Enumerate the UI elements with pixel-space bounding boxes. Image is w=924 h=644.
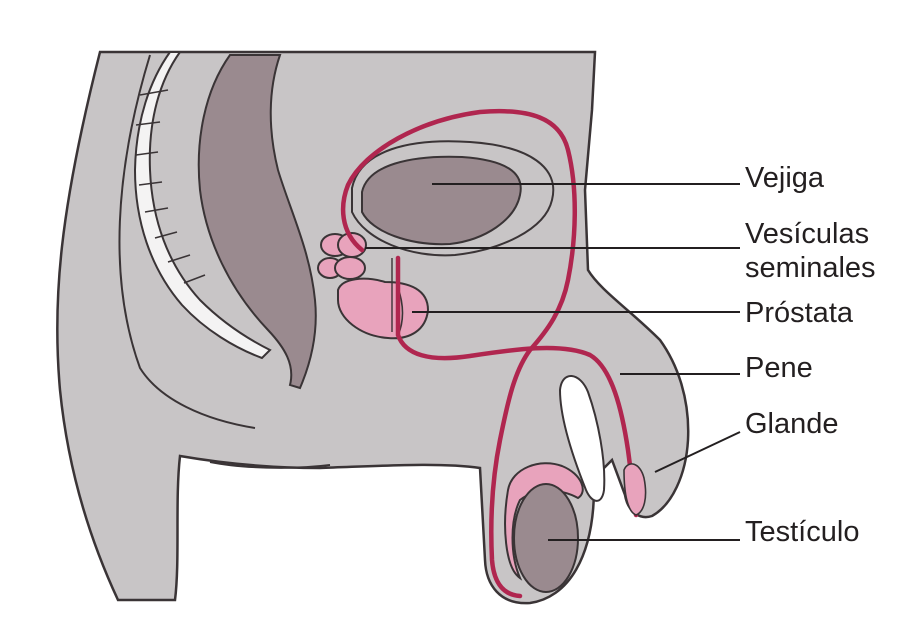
spine [133,51,272,360]
label-vejiga: Vejiga [745,162,825,194]
spine-vertebra-lines [135,89,206,284]
scrotal-gap [558,375,606,502]
back-contour-line [118,54,256,429]
leader-lines [365,183,741,541]
bladder [361,155,522,246]
label-glande: Glande [745,408,839,440]
label-pene: Pene [745,352,813,384]
glans-tip [623,463,647,516]
label-seminales: seminales [745,252,876,284]
leader-line-glande [654,431,741,473]
label-testiculo: Testículo [745,516,860,548]
label-vesiculas: Vesículas [745,218,870,250]
seminal-vesicles [317,232,367,280]
buttock-crease [209,461,331,469]
label-prostata: Próstata [745,297,853,329]
vas-deferens [340,109,577,599]
rectum [197,54,317,390]
testis [513,483,579,593]
prostate [337,277,430,340]
